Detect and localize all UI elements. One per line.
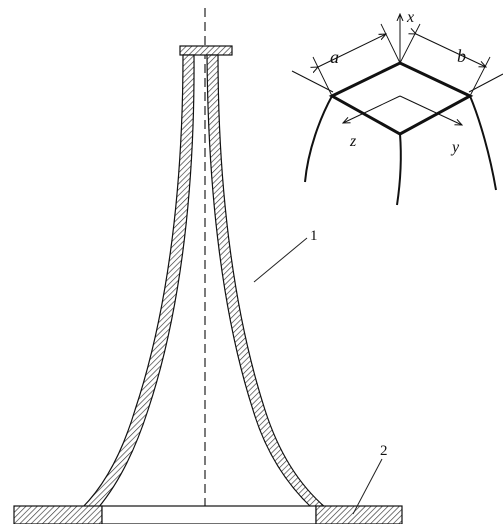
inset-dim-b-label: b bbox=[457, 46, 466, 66]
inset-axis-x-label: x bbox=[406, 9, 414, 26]
inset-dim-a-tick-1 bbox=[291, 70, 334, 93]
inset-z-axis bbox=[343, 95, 401, 123]
inset-y-axis bbox=[399, 95, 462, 125]
inset-element-sketch: x z y a b bbox=[291, 9, 503, 206]
horn-top-cap bbox=[179, 45, 233, 56]
inset-element-rhombus bbox=[328, 61, 474, 136]
base-plate-center bbox=[101, 505, 317, 524]
inset-axis-z-label: z bbox=[349, 133, 357, 150]
inset-dim-b-tick-1 bbox=[468, 73, 503, 93]
base-plate-left bbox=[13, 505, 103, 524]
inset-dim-b-ext-1 bbox=[399, 23, 421, 64]
leader-line-2 bbox=[352, 458, 383, 515]
inset-dim-a-ext-2 bbox=[380, 23, 401, 64]
inset-leg-right bbox=[469, 95, 497, 191]
inset-leg-front bbox=[396, 133, 402, 206]
inset-dim-a-label: a bbox=[330, 47, 339, 67]
inset-leg-left bbox=[304, 95, 333, 183]
base-plate-right bbox=[315, 505, 403, 524]
callout-label-1: 1 bbox=[310, 228, 318, 244]
horn-right-wall bbox=[206, 54, 328, 509]
horn-left-wall bbox=[80, 54, 195, 509]
inset-axis-y-label: y bbox=[450, 139, 460, 156]
leader-line-1 bbox=[253, 237, 308, 283]
callout-label-2: 2 bbox=[380, 443, 388, 459]
inset-dim-a-line bbox=[318, 34, 386, 67]
inset-dim-b-line bbox=[416, 34, 486, 67]
